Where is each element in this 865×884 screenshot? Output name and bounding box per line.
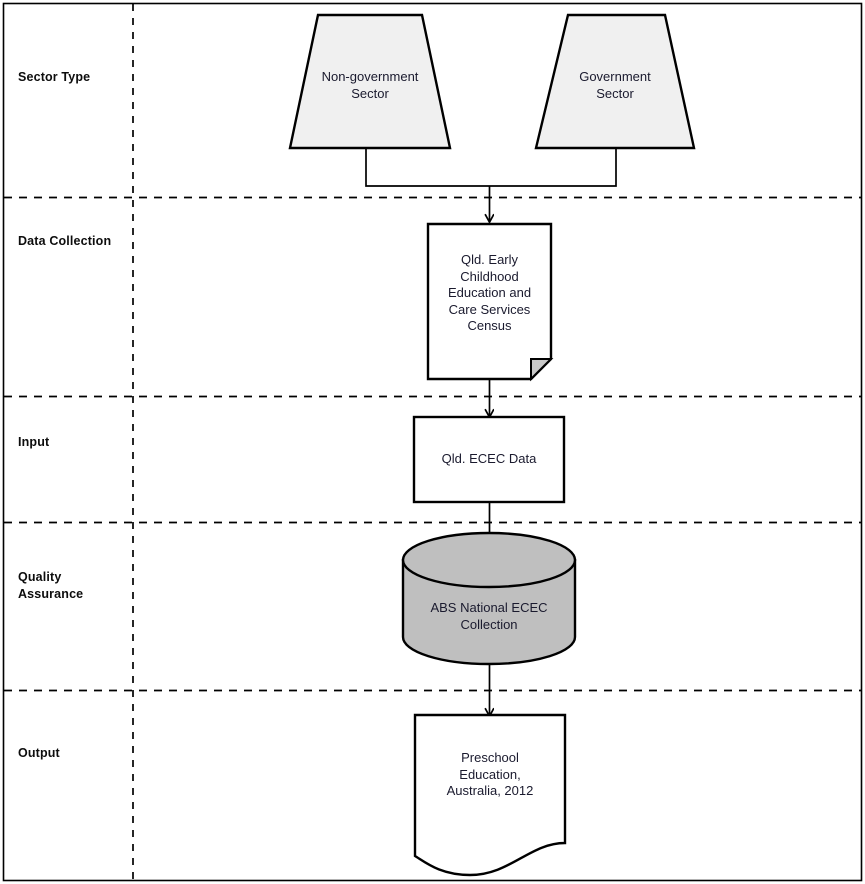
node-label-government-sector: Government Sector	[579, 69, 651, 101]
shape-qld-ecec-data[interactable]	[412, 415, 566, 504]
node-label-abs-national-ecec-collection: ABS National ECEC Collection	[430, 600, 548, 632]
document-fold-icon	[530, 358, 554, 382]
row-label-output: Output	[18, 746, 60, 760]
row-label-data-collection: Data Collection	[18, 234, 112, 248]
shape-preschool-education-output[interactable]	[413, 713, 567, 877]
shape-abs-collection-top	[401, 531, 577, 589]
connector-nongov-to-census	[365, 148, 489, 187]
row-label-sector-type: Sector Type	[18, 70, 91, 84]
node-label-qld-ecec-census: Qld. Early Childhood Education and Care …	[447, 252, 532, 333]
row-label-input: Input	[18, 435, 50, 449]
node-label-qld-ecec-data: Qld. ECEC Data	[441, 451, 537, 466]
shape-non-government-sector[interactable]	[288, 13, 452, 150]
shape-abs-collection-body[interactable]	[401, 558, 577, 666]
row-label-quality-assurance: Quality Assurance	[18, 570, 84, 601]
shape-government-sector[interactable]	[534, 13, 696, 150]
node-label-non-government-sector: Non-government Sector	[321, 69, 419, 101]
connector-gov-to-census	[489, 148, 617, 187]
node-label-preschool-education-australia-2012: Preschool Education, Australia, 2012	[446, 750, 534, 798]
